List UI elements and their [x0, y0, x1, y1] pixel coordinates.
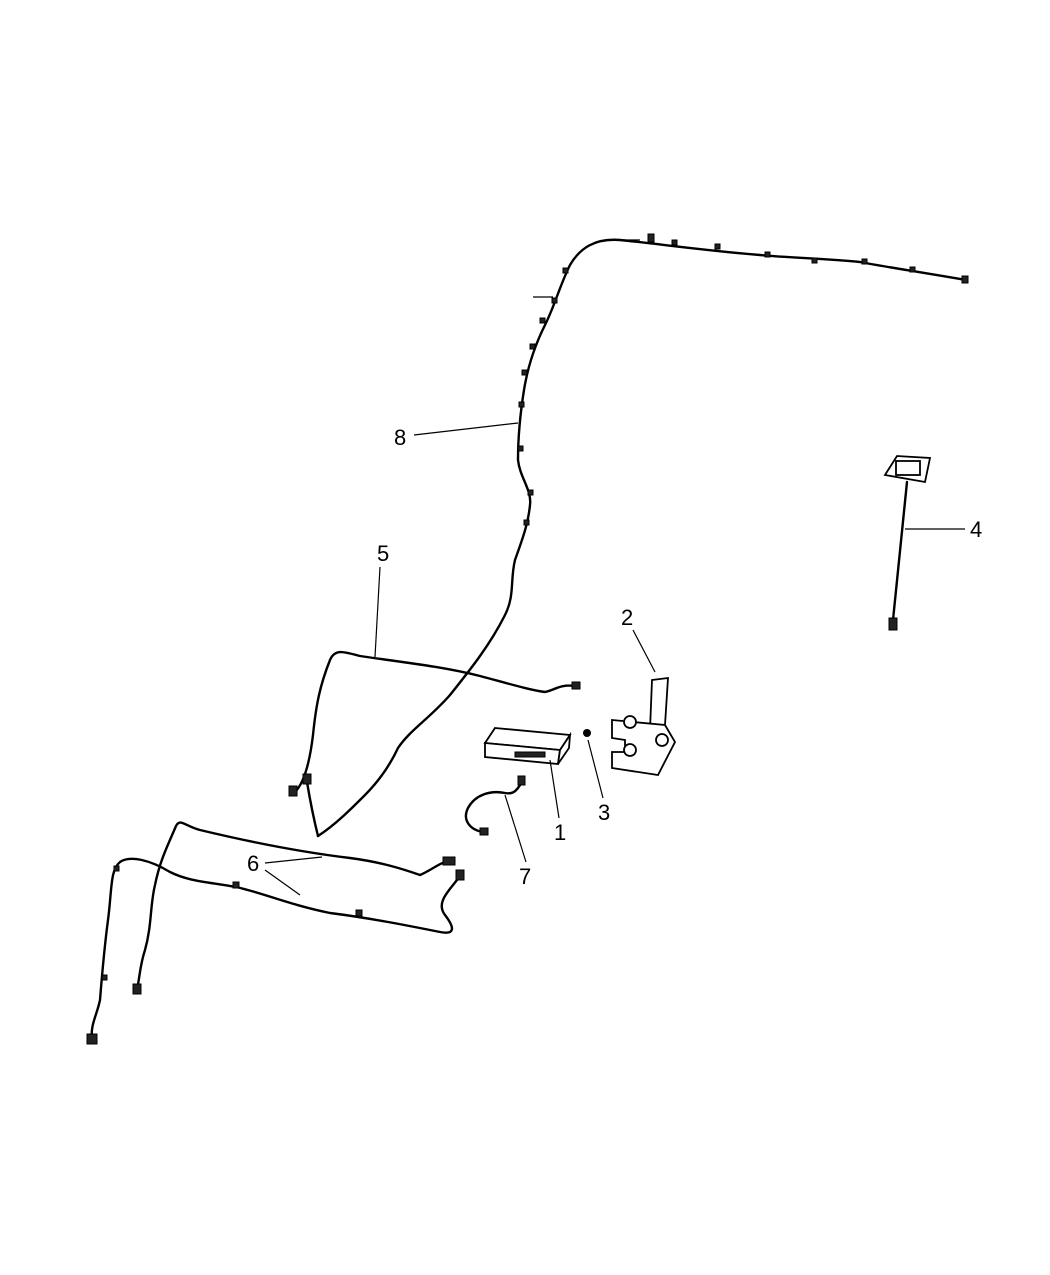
callout-7: 7: [519, 864, 531, 889]
callout-3: 3: [598, 800, 610, 825]
wire-harness-7: [464, 775, 526, 836]
callout-2: 2: [621, 605, 633, 630]
callout-4: 4: [970, 517, 982, 542]
wire-harness-5: [288, 650, 581, 838]
callout-8: 8: [394, 425, 406, 450]
wire-harness-6: [86, 821, 465, 1045]
callout-1: 1: [554, 820, 566, 845]
wire-harness-8: [316, 233, 969, 838]
callout-6: 6: [247, 851, 259, 876]
leader-lines: [264, 422, 965, 896]
module-1: [483, 727, 572, 765]
bracket-2: [611, 676, 677, 776]
part-3: [583, 729, 591, 737]
callout-5: 5: [377, 541, 389, 566]
antenna-4: [883, 455, 932, 631]
